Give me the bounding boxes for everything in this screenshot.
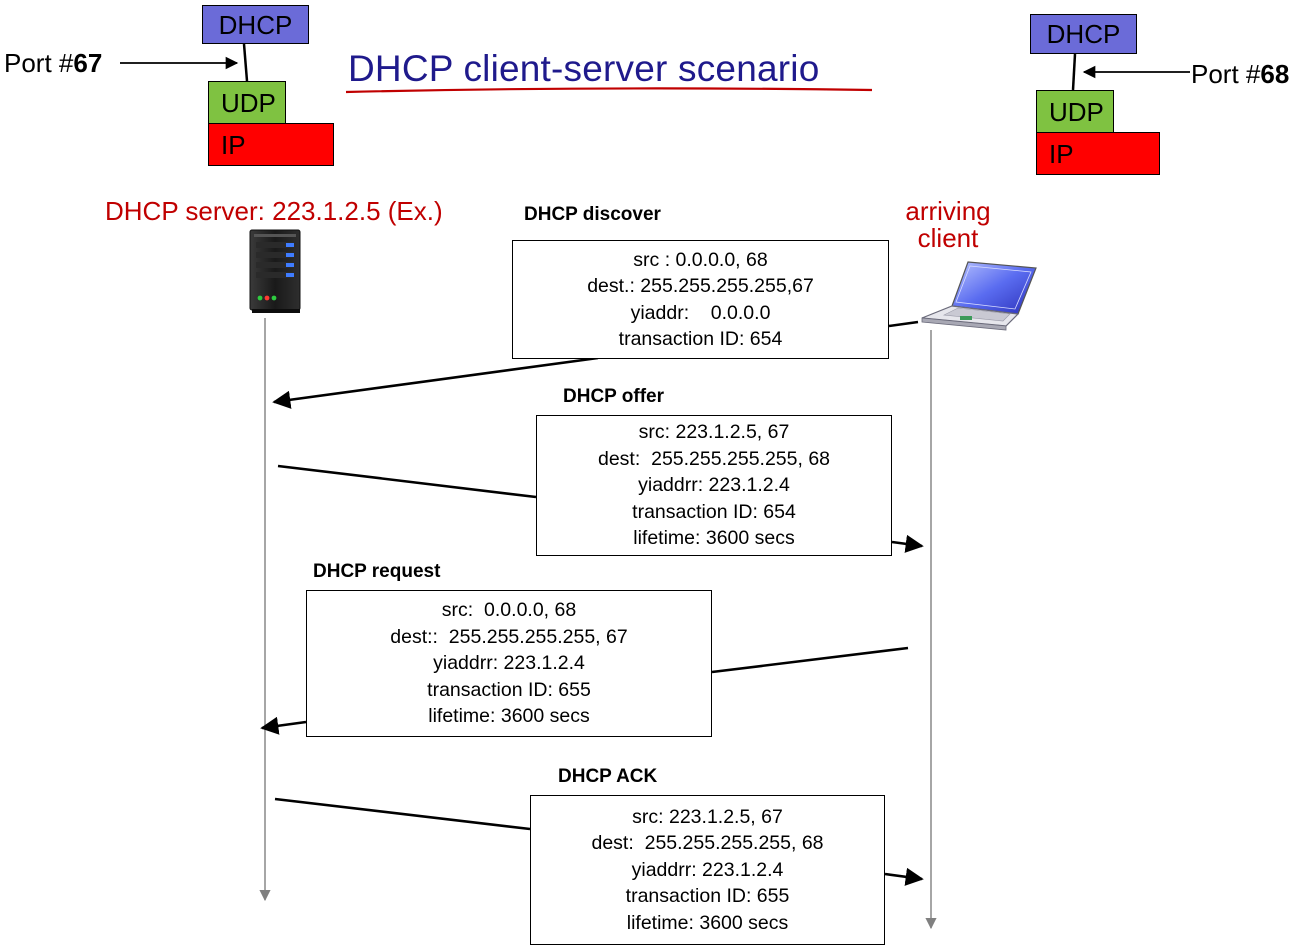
server-tower-icon: [249, 229, 301, 313]
server-udp-layer: UDP: [208, 81, 286, 124]
request-line-dest: dest:: 255.255.255.255, 67: [390, 625, 628, 648]
discover-arrow-start: [888, 320, 919, 328]
server-port-label: Port #67: [4, 48, 102, 79]
client-ip-layer: IP: [1036, 132, 1160, 175]
discover-line-transaction: transaction ID: 654: [618, 328, 783, 350]
ack-arrow: [274, 797, 531, 831]
client-label-line1: arriving: [905, 196, 991, 226]
request-arrow: [711, 646, 909, 674]
ack-message-box: src: 223.1.2.5, 67 dest: 255.255.255.255…: [530, 795, 885, 945]
client-port-number: 68: [1260, 59, 1290, 89]
server-ip-layer: IP: [208, 123, 334, 166]
discover-line-src: src : 0.0.0.0, 68: [633, 248, 768, 271]
client-label: arriving client: [898, 196, 998, 254]
ack-line-dest: dest: 255.255.255.255, 68: [591, 832, 824, 855]
client-stack-link: [1071, 53, 1077, 91]
request-line-lifetime: lifetime: 3600 secs: [428, 705, 590, 728]
discover-arrow: [272, 356, 599, 409]
client-port-label: Port #68: [1191, 59, 1289, 90]
offer-title: DHCP offer: [563, 386, 664, 407]
client-port-prefix: Port #: [1191, 59, 1261, 89]
title-underline: [345, 87, 873, 94]
offer-arrow: [277, 464, 537, 499]
discover-message-box: src : 0.0.0.0, 68 dest.: 255.255.255.255…: [512, 240, 889, 359]
server-port-prefix: Port #: [4, 48, 74, 78]
discover-line-yiaddr: yiaddr: 0.0.0.0: [630, 301, 771, 324]
request-title: DHCP request: [313, 561, 441, 582]
request-arrow-end: [260, 716, 307, 735]
request-line-transaction: transaction ID: 655: [427, 678, 591, 701]
offer-line-dest: dest: 255.255.255.255, 68: [597, 447, 831, 470]
discover-line-dest: dest.: 255.255.255.255,67: [587, 275, 814, 297]
discover-title: DHCP discover: [524, 204, 661, 225]
offer-message-box: src: 223.1.2.5, 67 dest: 255.255.255.255…: [536, 415, 892, 556]
ack-title: DHCP ACK: [558, 766, 658, 787]
request-line-src: src: 0.0.0.0, 68: [441, 599, 577, 622]
ack-line-transaction: transaction ID: 655: [625, 885, 790, 908]
ack-line-lifetime: lifetime: 3600 secs: [626, 911, 789, 934]
laptop-icon: [921, 261, 1037, 331]
client-udp-layer: UDP: [1036, 90, 1114, 133]
request-line-yiaddr: yiaddrr: 223.1.2.4: [433, 652, 585, 675]
ack-line-yiaddr: yiaddrr: 223.1.2.4: [631, 858, 784, 881]
client-dhcp-layer: DHCP: [1030, 14, 1137, 54]
offer-line-src: src: 223.1.2.5, 67: [638, 421, 790, 444]
server-dhcp-layer: DHCP: [202, 5, 309, 44]
offer-line-yiaddr: yiaddrr: 223.1.2.4: [638, 474, 790, 497]
server-port-number: 67: [73, 48, 103, 78]
ack-line-src: src: 223.1.2.5, 67: [632, 805, 783, 828]
server-stack-link: [242, 43, 249, 82]
ack-arrow-end: [884, 867, 924, 886]
slide-title: DHCP client-server scenario: [348, 48, 820, 89]
server-label: DHCP server: 223.1.2.5 (Ex.): [105, 196, 443, 226]
client-label-line2: client: [917, 223, 979, 254]
offer-line-lifetime: lifetime: 3600 secs: [633, 527, 795, 550]
offer-arrow-end: [891, 534, 924, 553]
request-message-box: src: 0.0.0.0, 68 dest:: 255.255.255.255,…: [306, 590, 712, 737]
offer-line-transaction: transaction ID: 654: [632, 500, 796, 523]
